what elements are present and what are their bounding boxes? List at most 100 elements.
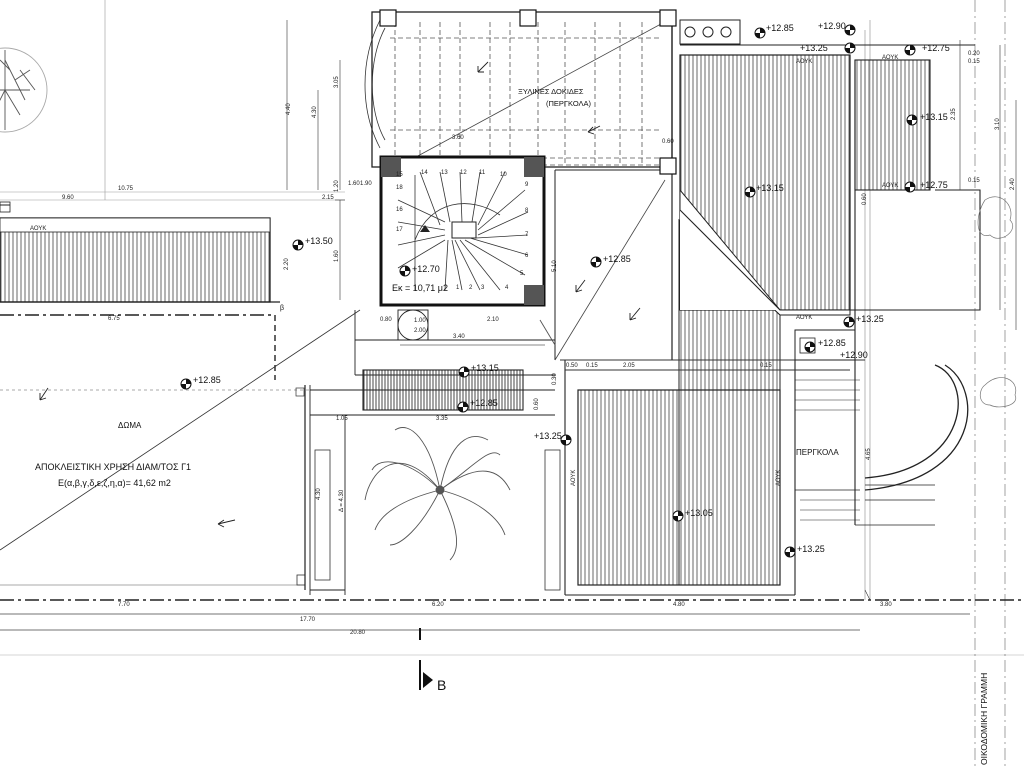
level-marker: +12.85 — [457, 398, 498, 413]
level-marker: +13.25 — [534, 431, 572, 446]
svg-text:4: 4 — [505, 285, 509, 291]
svg-text:+13.15: +13.15 — [756, 183, 784, 193]
boundary-line — [0, 314, 1024, 601]
svg-text:+13.05: +13.05 — [685, 508, 713, 518]
level-marker: +13.50 — [292, 236, 333, 251]
building-line-label: ΟΙΚΟΔΟΜΙΚΗ ΓΡΑΜΜΗ — [979, 673, 989, 765]
svg-text:+13.25: +13.25 — [534, 431, 562, 441]
stair-area-label: Εκ = 10,71 μ2 — [392, 283, 448, 293]
svg-text:2.15: 2.15 — [322, 195, 334, 201]
svg-text:+12.85: +12.85 — [470, 398, 498, 408]
svg-text:+13.25: +13.25 — [800, 43, 828, 53]
svg-text:2.05: 2.05 — [623, 363, 635, 369]
svg-text:3.80: 3.80 — [880, 602, 892, 608]
level-marker: +12.85 — [180, 375, 221, 390]
section-letter: Β — [437, 677, 446, 693]
svg-text:2.35: 2.35 — [951, 108, 957, 120]
level-marker: +13.25 — [784, 544, 825, 558]
svg-text:14: 14 — [421, 170, 428, 176]
svg-text:11: 11 — [479, 170, 486, 176]
dimension-lines — [286, 20, 1017, 601]
level-marker: +12.85 — [754, 23, 794, 39]
palm-tree-icon — [364, 427, 511, 561]
svg-text:0.15: 0.15 — [760, 363, 772, 369]
point-beta-label: β — [280, 305, 284, 312]
pergola-right — [794, 329, 969, 526]
pergola-top-label-1: ΞΥΛΙΝΕΣ ΔΟΚΙΔΕΣ — [518, 87, 584, 96]
svg-text:1.05: 1.05 — [336, 416, 348, 422]
svg-text:2.10: 2.10 — [487, 317, 499, 323]
svg-text:+12.85: +12.85 — [193, 375, 221, 385]
svg-text:6.75: 6.75 — [108, 316, 120, 322]
svg-text:10: 10 — [500, 172, 507, 178]
svg-text:+13.15: +13.15 — [471, 363, 499, 373]
svg-text:9: 9 — [525, 182, 529, 188]
pergola-top-label-2: (ΠΕΡΓΚΟΛΑ) — [546, 99, 592, 108]
svg-text:17: 17 — [396, 227, 403, 233]
level-marker: +13.15 — [906, 112, 948, 126]
svg-text:4.65: 4.65 — [866, 448, 872, 460]
svg-text:+12.85: +12.85 — [766, 23, 794, 33]
svg-text:4.30: 4.30 — [316, 488, 322, 500]
svg-text:3.05: 3.05 — [334, 76, 340, 88]
step-block — [309, 369, 561, 595]
exclusive-area-label: Ε(α,β,γ,δ,ε,ζ,η,α)= 41,62 m2 — [58, 478, 171, 488]
svg-text:20.80: 20.80 — [350, 630, 366, 636]
slope-label-4: ΑΟΥΚ — [882, 183, 898, 189]
svg-text:0.80: 0.80 — [380, 317, 392, 323]
stair-core — [379, 155, 546, 307]
level-markers: +12.85 +12.90 +13.25 +12.75 +13.15 +12.7… — [180, 21, 950, 558]
svg-text:4.40: 4.40 — [286, 103, 292, 115]
svg-text:7: 7 — [525, 232, 529, 238]
svg-text:0.15: 0.15 — [586, 363, 598, 369]
svg-text:0.15: 0.15 — [968, 178, 980, 184]
svg-text:2.40: 2.40 — [1010, 178, 1016, 190]
svg-text:7.70: 7.70 — [118, 602, 130, 608]
level-marker: +12.70 — [399, 264, 440, 277]
svg-text:1.60: 1.60 — [348, 181, 360, 187]
upper-right-terrace — [679, 19, 981, 330]
svg-text:8: 8 — [525, 208, 529, 214]
svg-text:+12.90: +12.90 — [818, 21, 846, 31]
svg-text:+12.90: +12.90 — [840, 350, 868, 360]
svg-text:16: 16 — [396, 207, 403, 213]
level-marker: +13.15 — [744, 183, 784, 198]
svg-text:5.10: 5.10 — [552, 260, 558, 272]
svg-text:0.60: 0.60 — [662, 139, 674, 145]
roof-area — [0, 201, 361, 590]
svg-text:0.60: 0.60 — [534, 398, 540, 410]
svg-text:12: 12 — [460, 170, 467, 176]
svg-text:3.10: 3.10 — [995, 118, 1001, 130]
slope-label-7: ΑΟΥΚ — [776, 470, 782, 486]
svg-text:0.50: 0.50 — [566, 363, 578, 369]
exclusive-use-label: ΑΠΟΚΛΕΙΣΤΙΚΗ ΧΡΗΣΗ ΔΙΑΜ/ΤΟΣ Γ1 — [35, 462, 191, 472]
plan-text: ΞΥΛΙΝΕΣ ΔΟΚΙΔΕΣ (ΠΕΡΓΚΟΛΑ) ΠΕΡΓΚΟΛΑ ΔΩΜΑ… — [30, 55, 989, 765]
slope-arrows — [39, 61, 641, 528]
svg-text:1.00: 1.00 — [414, 318, 426, 324]
slope-label-2: ΑΟΥΚ — [796, 59, 812, 65]
slope-label-5: ΑΟΥΚ — [796, 315, 812, 321]
tree-icon — [0, 47, 48, 133]
pergola-top — [364, 11, 673, 361]
svg-text:0.60: 0.60 — [862, 193, 868, 205]
stair-numbers: 14 13 12 11 10 9 8 7 6 5 4 3 2 1 18 17 1… — [396, 170, 529, 291]
svg-text:13: 13 — [441, 170, 448, 176]
svg-text:2.20: 2.20 — [284, 258, 290, 270]
roof-label: ΔΩΜΑ — [118, 421, 142, 430]
svg-text:Δ = 4.30: Δ = 4.30 — [339, 489, 345, 512]
svg-text:10.75: 10.75 — [118, 186, 134, 192]
level-marker: +12.90 — [818, 21, 856, 36]
dimension-text: 9.60 10.75 2.15 6.75 3.60 4.40 4.30 3.05… — [62, 51, 1016, 636]
level-marker: +13.25 — [800, 42, 856, 54]
svg-text:6: 6 — [525, 253, 529, 259]
svg-text:3.60: 3.60 — [452, 135, 464, 141]
svg-text:+13.25: +13.25 — [856, 314, 884, 324]
svg-text:+12.70: +12.70 — [412, 264, 440, 274]
svg-text:+13.15: +13.15 — [920, 112, 948, 122]
svg-text:+12.85: +12.85 — [603, 254, 631, 264]
svg-text:0.30: 0.30 — [552, 373, 558, 385]
svg-text:+12.75: +12.75 — [920, 180, 948, 190]
svg-text:4.30: 4.30 — [312, 106, 318, 118]
svg-text:6.20: 6.20 — [432, 602, 444, 608]
